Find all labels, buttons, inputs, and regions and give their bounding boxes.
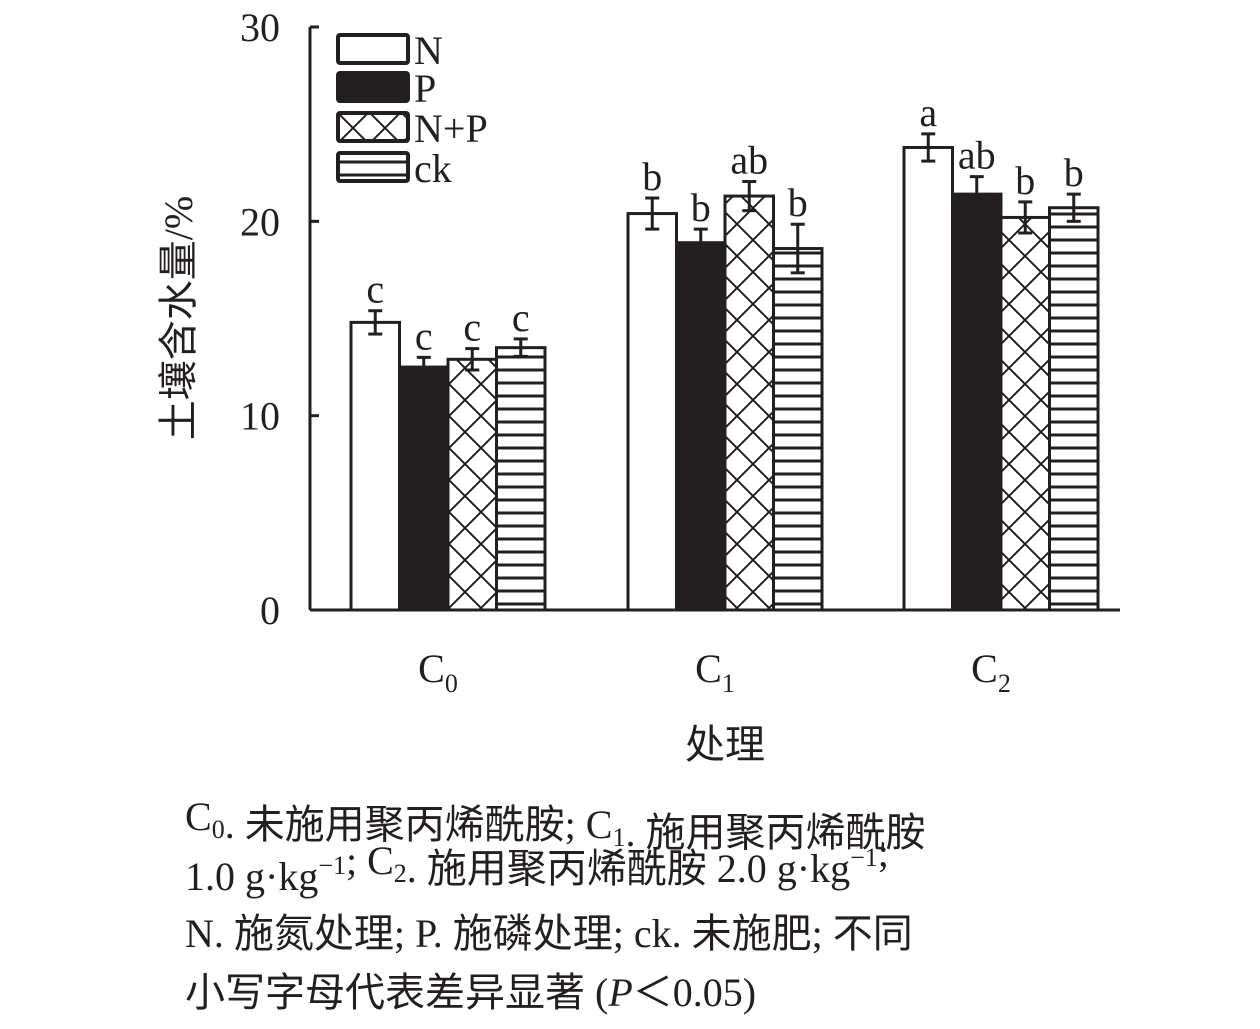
x-axis-label: 处理: [685, 722, 765, 767]
bar-P-1: [675, 241, 727, 612]
bar-N+P-1: [723, 194, 775, 612]
significance-letter: ab: [958, 133, 996, 178]
significance-letter: c: [463, 305, 481, 350]
bar-P-2: [951, 192, 1003, 612]
significance-letter: b: [1015, 158, 1035, 203]
y-tick-label: 10: [240, 394, 280, 439]
x-tick-label: C0: [418, 646, 458, 698]
significance-letter: c: [415, 313, 433, 358]
y-tick-label: 30: [240, 5, 280, 50]
y-axis-label: 土壤含水量/%: [156, 196, 201, 440]
legend: NPN+Pck: [336, 28, 488, 191]
bar-N+P-2: [999, 215, 1051, 612]
x-tick-label: C1: [695, 646, 735, 698]
significance-letter: b: [788, 180, 808, 225]
legend-label: N: [414, 28, 443, 73]
bar-N+P-0: [446, 357, 498, 612]
significance-letter: b: [642, 154, 662, 199]
caption-line: C0. 未施用聚丙烯酰胺; C1. 施用聚丙烯酰胺: [185, 794, 925, 855]
legend-swatch-N: [336, 33, 410, 65]
legend-label: N+P: [414, 106, 488, 151]
significance-letter: b: [1064, 150, 1084, 195]
significance-letter: c: [366, 267, 384, 312]
caption-line: N. 施氮处理; P. 施磷处理; ck. 未施肥; 不同: [185, 911, 913, 956]
legend-swatch-P: [336, 71, 410, 103]
bar-P-0: [398, 365, 450, 612]
y-tick-label: 0: [260, 588, 280, 633]
significance-letter: a: [919, 90, 937, 135]
bar-ck-2: [1048, 206, 1100, 612]
legend-swatch-N+P: [336, 111, 410, 143]
legend-label: P: [414, 66, 436, 111]
legend-swatch-ck: [336, 151, 410, 183]
y-tick-label: 20: [240, 199, 280, 244]
bar-ck-1: [772, 247, 824, 612]
significance-letter: c: [512, 295, 530, 340]
significance-letter: b: [691, 185, 711, 230]
caption-line: 小写字母代表差异显著 (P＜0.05): [185, 970, 756, 1015]
caption-line: 1.0 g·kg−1; C2. 施用聚丙烯酰胺 2.0 g·kg−1;: [185, 830, 889, 899]
bar-N-0: [349, 320, 401, 612]
legend-label: ck: [414, 146, 452, 191]
bar-N-1: [626, 212, 678, 612]
bar-N-2: [902, 145, 954, 612]
x-tick-label: C2: [971, 646, 1011, 698]
significance-letter: ab: [730, 137, 768, 182]
bar-ck-0: [495, 346, 547, 612]
